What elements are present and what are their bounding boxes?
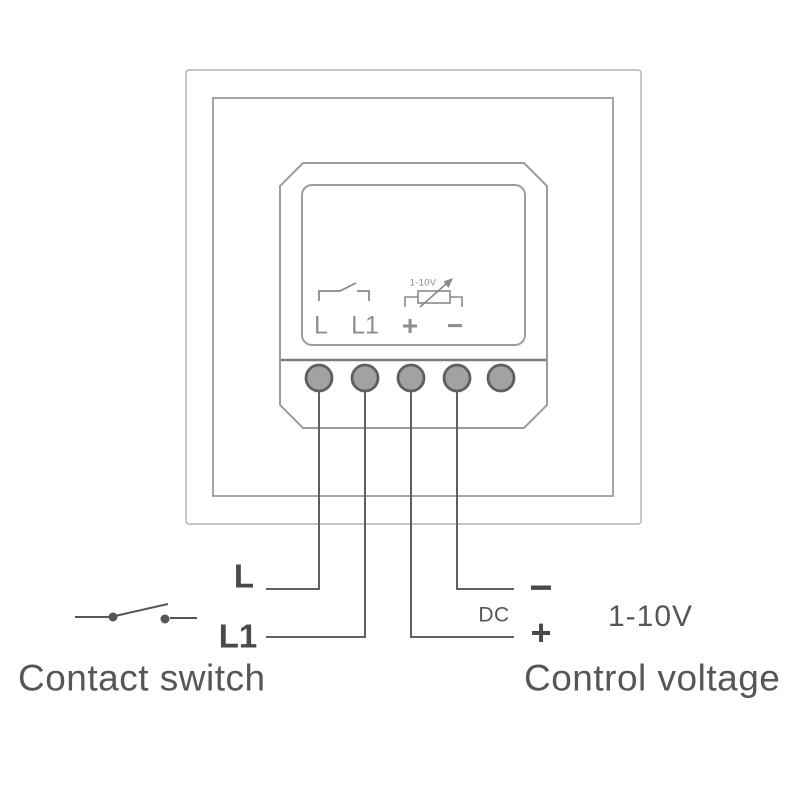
switch-symbol-icon bbox=[318, 282, 370, 301]
wire-label-plus: + bbox=[530, 612, 552, 653]
terminal-minus bbox=[442, 363, 472, 393]
wire-l bbox=[266, 391, 320, 590]
module-terminal-label-l: L bbox=[314, 311, 328, 340]
wire-l1 bbox=[266, 391, 366, 638]
caption-contact-switch: Contact switch bbox=[18, 657, 266, 699]
terminal-row bbox=[304, 363, 516, 393]
wire-minus bbox=[456, 391, 514, 590]
outer-frame bbox=[185, 69, 642, 525]
terminal-l bbox=[304, 363, 334, 393]
module-terminal-label-l1: L1 bbox=[351, 311, 379, 340]
terminal-l1 bbox=[350, 363, 380, 393]
wire-plus bbox=[410, 391, 514, 638]
potentiometer-symbol-icon bbox=[404, 278, 463, 308]
wire-label-l1: L1 bbox=[218, 617, 258, 655]
terminal-plus bbox=[396, 363, 426, 393]
terminal-spare bbox=[486, 363, 516, 393]
voltage-range-label: 1-10V bbox=[608, 600, 694, 633]
wires bbox=[266, 391, 514, 638]
contact-switch-icon bbox=[75, 603, 197, 624]
dc-label: DC bbox=[478, 603, 510, 627]
module-face bbox=[301, 184, 526, 346]
wire-label-l: L bbox=[233, 557, 255, 595]
module-terminal-label-plus: + bbox=[401, 310, 419, 341]
inner-frame bbox=[212, 97, 614, 497]
module-pot-range-label: 1-10V bbox=[409, 277, 437, 289]
caption-control-voltage: Control voltage bbox=[524, 657, 781, 699]
module-terminal-label-minus: − bbox=[446, 310, 464, 341]
wire-label-minus: − bbox=[529, 566, 553, 610]
